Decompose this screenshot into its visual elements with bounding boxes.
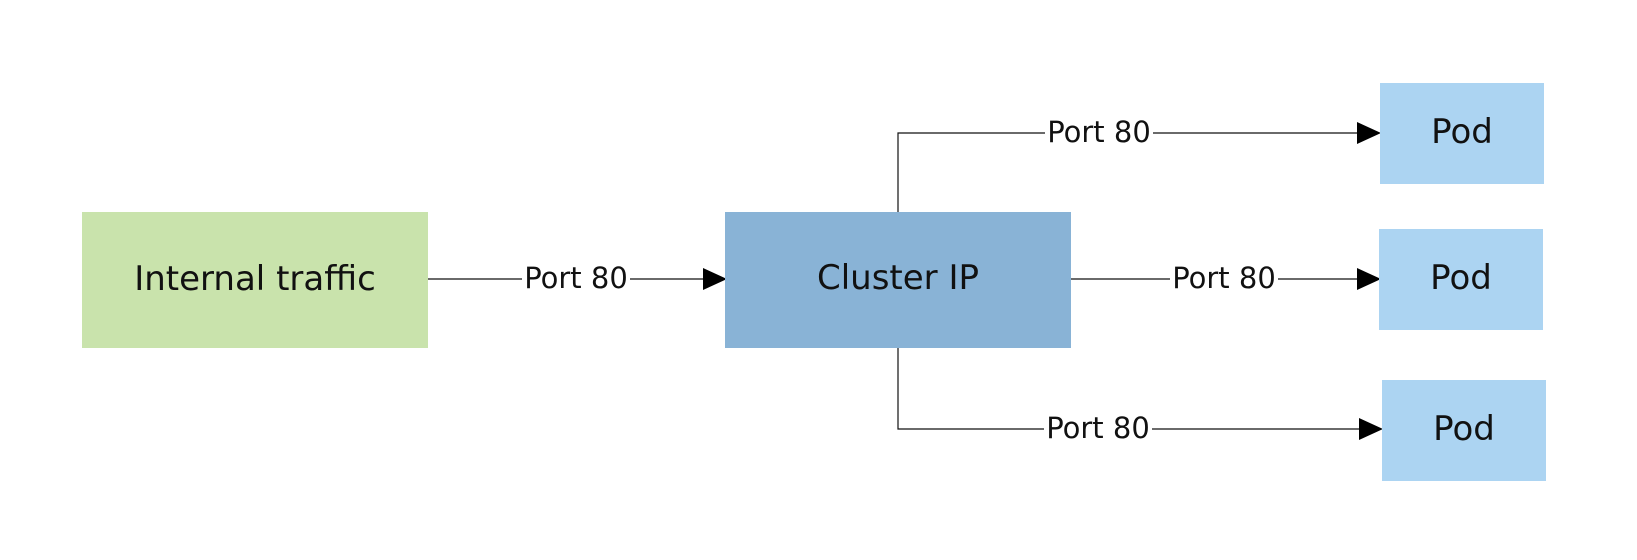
arrow-head-pod-middle (1357, 268, 1381, 290)
edge-label-cluster-to-pod-bottom: Port 80 (1046, 411, 1150, 445)
node-pod-top: Pod (1380, 83, 1544, 184)
edge-cluster-to-pod-middle: Port 80 (1071, 260, 1381, 298)
edge-label-cluster-to-pod-top: Port 80 (1047, 115, 1151, 149)
node-pod-bottom: Pod (1382, 380, 1546, 481)
pod-top-label: Pod (1431, 112, 1493, 152)
edge-line-cluster-to-pod-bottom (897, 346, 1362, 430)
edge-label-cluster-to-pod-middle: Port 80 (1172, 261, 1276, 295)
pod-middle-box (1379, 229, 1543, 330)
internal-traffic-label: Internal traffic (134, 259, 376, 299)
edge-label-background (522, 260, 630, 298)
edge-traffic-to-cluster: Port 80 (427, 260, 727, 298)
node-pod-middle: Pod (1379, 229, 1543, 330)
internal-traffic-box (82, 212, 428, 348)
pod-middle-label: Pod (1430, 258, 1492, 298)
node-internal-traffic: Internal traffic (82, 212, 428, 348)
edge-cluster-to-pod-top: Port 80 (897, 114, 1381, 212)
arrow-head-cluster-ip (703, 268, 727, 290)
edge-label-background (1170, 260, 1278, 298)
edge-label-background (1045, 114, 1153, 152)
node-cluster-ip: Cluster IP (725, 212, 1071, 348)
arrow-head-pod-bottom (1359, 418, 1383, 440)
pod-top-box (1380, 83, 1544, 184)
edge-line-cluster-to-pod-top (897, 132, 1360, 212)
edge-label-traffic-to-cluster: Port 80 (524, 261, 628, 295)
edge-label-background (1044, 410, 1152, 448)
cluster-ip-box (725, 212, 1071, 348)
pod-bottom-label: Pod (1433, 409, 1495, 449)
arrow-head-pod-top (1357, 122, 1381, 144)
cluster-ip-label: Cluster IP (817, 258, 979, 298)
edge-cluster-to-pod-bottom: Port 80 (897, 346, 1383, 448)
pod-bottom-box (1382, 380, 1546, 481)
